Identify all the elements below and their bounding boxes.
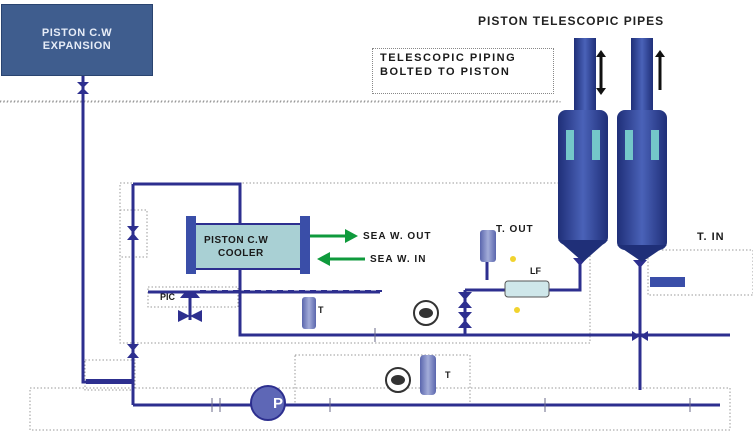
cooler-label-line2: Cooler — [218, 248, 264, 259]
expansion-tank-line1: Piston C.W — [41, 27, 113, 39]
telescopic-note-line1: Telescopic piping — [380, 52, 517, 64]
piston-cw-cooler — [186, 216, 310, 274]
pipe-network — [81, 75, 730, 407]
valves — [77, 82, 648, 358]
telescopic-note-box — [372, 48, 554, 94]
sea-water-out-label: Sea W. out — [363, 231, 432, 242]
expansion-tank: Piston C.W Expansion — [2, 5, 152, 75]
piston-left — [558, 38, 608, 262]
temperature-in-label: T. in — [697, 231, 725, 243]
outlet-block — [650, 277, 685, 287]
pic-valve-actuator — [180, 291, 200, 298]
pump-label: P — [272, 395, 283, 412]
piston-right — [617, 38, 667, 262]
flow-indicator-label: LF — [530, 266, 541, 276]
flow-indicator — [504, 256, 550, 313]
flow-meters — [385, 300, 439, 393]
telescopic-note-line2: bolted to piston — [380, 66, 511, 78]
temperature-sensors — [302, 230, 496, 395]
circulation-pump — [250, 385, 286, 421]
expansion-drop-pipe — [81, 75, 133, 384]
dotted-outlines — [0, 100, 753, 431]
sea-water-arrows — [310, 229, 365, 266]
temperature-out-label: T. out — [496, 224, 534, 235]
sea-water-in-label: Sea W. in — [370, 254, 427, 265]
expansion-tank-line2: Expansion — [42, 40, 112, 52]
pic-label: PIC — [160, 292, 176, 302]
return-header-pipe — [238, 265, 730, 337]
flow-ticks — [211, 328, 691, 412]
top-cooler-pipe — [133, 182, 242, 225]
pipes-header-label: Piston telescopic pipes — [478, 14, 665, 28]
expansion-outlet-stub — [86, 379, 134, 384]
filter-pipe — [465, 263, 582, 292]
temperature-in-sensor-label: T — [445, 370, 451, 380]
cooler-label-line1: Piston C.W — [204, 235, 269, 246]
temperature-out-sensor-label: T — [318, 305, 324, 315]
